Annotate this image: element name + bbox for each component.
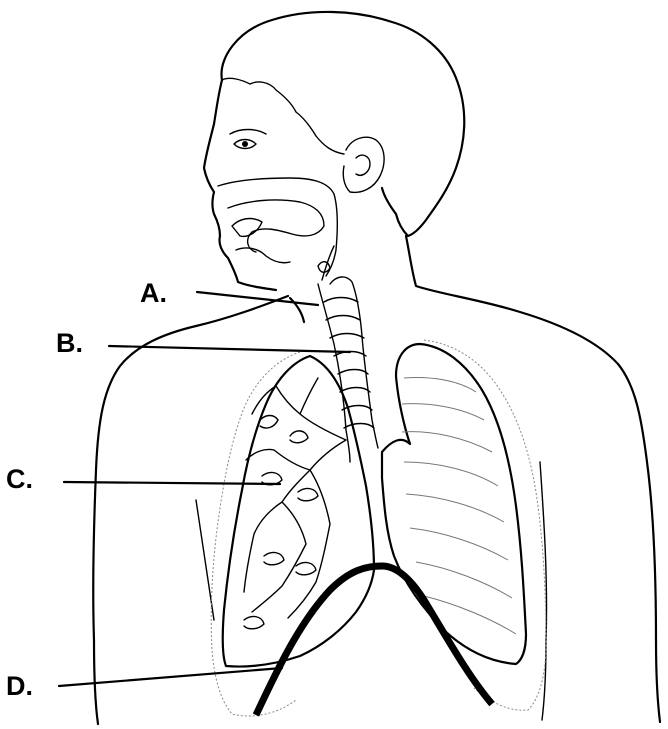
label-c: C. (6, 464, 33, 494)
trachea (317, 276, 379, 463)
leader-line-d (57, 666, 284, 688)
label-d: D. (6, 671, 33, 701)
left-lung (210, 351, 376, 717)
torso-outline (92, 234, 662, 726)
right-lung (380, 339, 547, 711)
leader-line-b (107, 344, 352, 354)
label-b: B. (56, 328, 83, 358)
head-outline (202, 10, 466, 292)
leader-line-c (62, 480, 282, 486)
nasal-oral-cavity (217, 177, 339, 281)
label-a: A. (140, 278, 167, 308)
diaphragm (252, 562, 495, 717)
leader-line-a (195, 290, 320, 307)
